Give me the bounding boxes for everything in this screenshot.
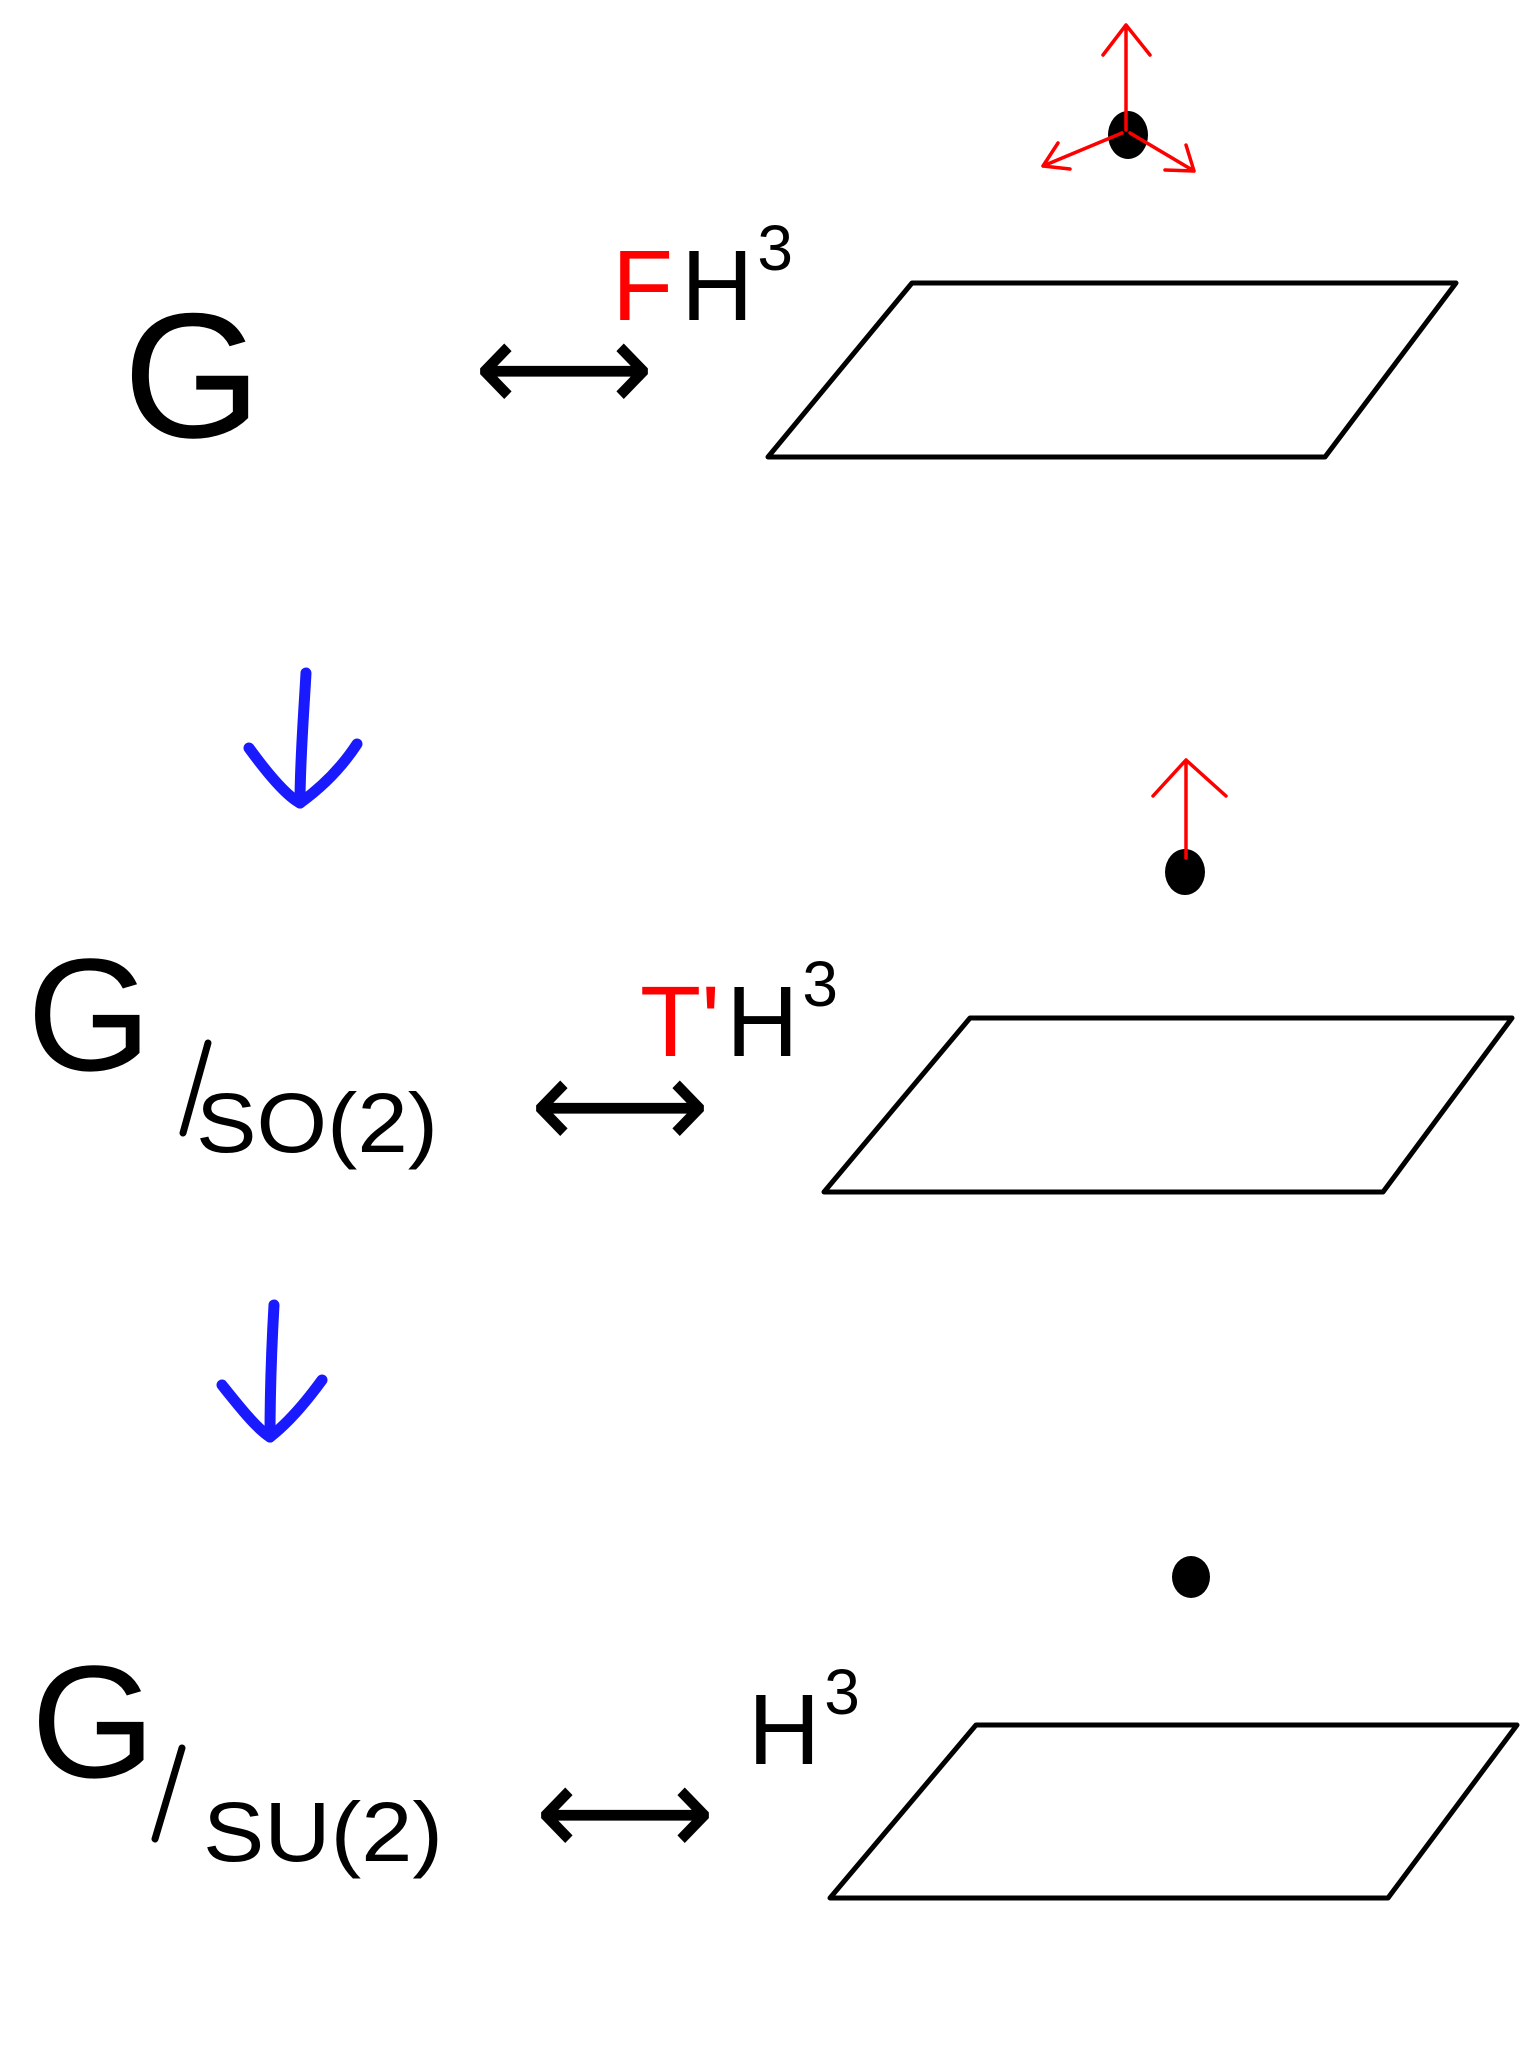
vector-left-icon <box>1041 131 1124 171</box>
down-arrow-icon <box>243 667 363 809</box>
group-label: G <box>27 925 151 1104</box>
bundle-prefix: T' <box>640 966 720 1078</box>
hyperbolic-plane-sheet <box>827 1722 1520 1901</box>
quotient-slash <box>151 1744 186 1843</box>
space-exponent: 3 <box>802 948 838 1020</box>
row-frame-bundle: G ⟷ FH3 <box>123 23 1459 475</box>
group-label: G <box>31 1632 155 1811</box>
tangent-vector-icon <box>1151 758 1228 895</box>
vector-up-icon <box>1151 758 1228 860</box>
down-arrow-icon <box>216 1299 328 1443</box>
row-hyperbolic-space: G SU(2) ⟷ H3 <box>31 1556 1520 1901</box>
bundle-prefix: F <box>612 230 673 342</box>
double-arrow-icon: ⟷ <box>535 1735 715 1887</box>
space-symbol: H <box>748 1674 820 1786</box>
hyperbolic-plane-sheet <box>821 1015 1515 1195</box>
frame-icon <box>1041 23 1196 173</box>
quotient-subgroup: SO(2) <box>196 1076 438 1170</box>
space-label: T'H3 <box>640 948 838 1078</box>
space-exponent: 3 <box>824 1656 860 1728</box>
quotient-subgroup: SU(2) <box>203 1785 443 1879</box>
space-label: FH3 <box>612 212 793 342</box>
point-icon <box>1172 1556 1210 1598</box>
space-label: H3 <box>748 1656 860 1786</box>
space-symbol: H <box>681 230 753 342</box>
double-arrow-icon: ⟷ <box>474 291 654 443</box>
double-arrow-icon: ⟷ <box>530 1028 710 1180</box>
vector-up-icon <box>1101 23 1152 132</box>
point-icon <box>1108 111 1148 159</box>
space-symbol: H <box>726 966 798 1078</box>
vector-right-icon <box>1128 131 1196 173</box>
quotient-slash <box>179 1039 212 1137</box>
group-label: G <box>123 276 261 475</box>
point-icon <box>1165 849 1205 895</box>
space-exponent: 3 <box>757 212 793 284</box>
hyperbolic-plane-sheet <box>765 280 1459 460</box>
row-unit-tangent-bundle: G SO(2) ⟷ T'H3 <box>27 758 1515 1195</box>
